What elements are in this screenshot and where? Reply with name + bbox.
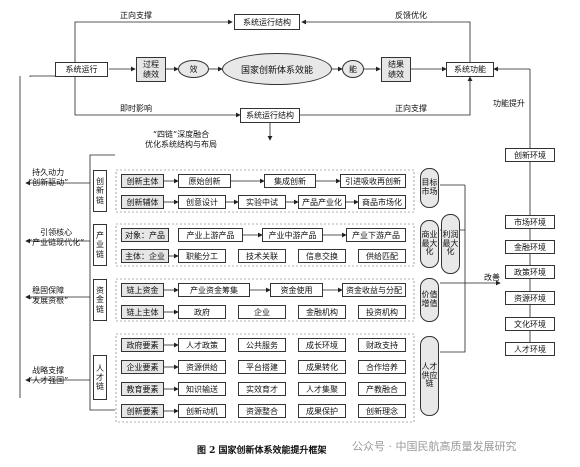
goal-development-foundation: 稳固保障 “发展资根” [28, 286, 69, 305]
row-item: 技术关联 [238, 249, 286, 263]
figure-caption: 图 2 国家创新体系效能提升框架 [197, 446, 327, 456]
core-ellipse: 国家创新体系效能 [222, 53, 332, 85]
row-item: 成果保护 [298, 404, 346, 418]
row-item: 产业中游产品 [262, 228, 323, 242]
watermark: 公众号 · 中国民航高质量发展研究 [352, 440, 517, 453]
instant-impact-label: 即时影响 [120, 104, 152, 113]
system-structure-top: 系统运行结构 [234, 14, 300, 30]
row-item: 创新理念 [358, 404, 406, 418]
env-market: 市场环境 [505, 215, 555, 229]
chain-capital: 资金链 [93, 279, 107, 321]
system-structure-bottom: 系统运行结构 [240, 108, 300, 123]
row-item: 原始创新 [178, 174, 231, 188]
row-item: 资源供给 [178, 360, 226, 374]
row-item: 产品产业化 [298, 195, 346, 209]
feedback-label: 反馈优化 [395, 11, 427, 20]
row-item: 信息交换 [298, 249, 346, 263]
row-label: 链上资金 [121, 283, 164, 297]
outcome-value-added: 价值增值 [420, 278, 439, 322]
forward-support-label: 正向支撑 [120, 11, 152, 20]
row-item: 实验中试 [238, 195, 286, 209]
row-item: 资金收益与分配 [342, 283, 406, 297]
row-item: 成长环境 [298, 338, 346, 352]
row-item: 财政支持 [358, 338, 406, 352]
row-label: 政府要素 [121, 338, 164, 352]
row-item: 实效育才 [238, 382, 286, 396]
goal-industry-modernization: 引领核心 “产业链现代化” [28, 228, 85, 247]
capability-ellipse: 能 [342, 60, 364, 78]
row-item: 政府 [178, 305, 226, 319]
row-item: 引进吸收再创新 [340, 174, 406, 188]
forward-support-right-label: 正向支撑 [395, 104, 427, 113]
row-item: 合作培养 [358, 360, 406, 374]
row-label: 链上主体 [121, 305, 164, 319]
chain-innovation: 创新链 [93, 170, 107, 212]
outcome-talent-supply: 人才供应链 [420, 336, 439, 416]
row-item: 产业下游产品 [346, 228, 406, 242]
improve-label: 改善 [484, 273, 500, 282]
process-efficiency-box: 过程绩效 [136, 57, 166, 82]
row-item: 产业上游产品 [178, 228, 243, 242]
row-label: 企业要素 [121, 360, 164, 374]
function-upgrade-label: 功能提升 [493, 99, 525, 108]
outcome-target-market: 目标市场 [420, 168, 439, 208]
chain-industry: 产业链 [93, 224, 107, 266]
row-item: 供给匹配 [358, 249, 406, 263]
row-item: 金融机构 [298, 305, 346, 319]
row-label: 主体：企业 [121, 249, 169, 263]
row-item: 知识输送 [178, 382, 226, 396]
row-item: 资源整合 [238, 404, 286, 418]
row-label: 对象：产品 [121, 228, 169, 242]
outcome-commercial-max: 商业最大化 [420, 220, 439, 268]
row-item: 人才政策 [178, 338, 226, 352]
env-resource: 资源环境 [505, 291, 555, 305]
system-operation-box: 系统运行 [55, 62, 108, 77]
efficiency-ellipse: 效 [178, 60, 209, 78]
row-item: 创意设计 [178, 195, 226, 209]
row-item: 资金使用 [270, 283, 323, 297]
outcome-profit-max: 利润最大化 [441, 214, 460, 274]
env-talent: 人才环境 [505, 342, 555, 356]
four-chain-title: “四链”深度融合 优化系统结构与布局 [145, 130, 217, 149]
row-item: 产教融合 [358, 382, 406, 396]
row-item: 产业资金筹集 [178, 283, 250, 297]
row-item: 集成创新 [264, 174, 316, 188]
row-label: 教育要素 [121, 382, 164, 396]
goal-innovation-driven: 持久动力 “创新驱动” [28, 168, 69, 187]
env-finance: 金融环境 [505, 240, 555, 254]
goal-talent-nation: 战略支撑 “人才强国” [28, 366, 69, 385]
row-item: 人才集聚 [298, 382, 346, 396]
row-item: 创新动机 [178, 404, 226, 418]
row-label: 创新要素 [121, 404, 164, 418]
env-innovation: 创新环境 [505, 148, 555, 162]
row-label: 创新辅体 [121, 195, 164, 209]
env-policy: 政策环境 [505, 265, 555, 279]
result-efficiency-box: 结果绩效 [381, 57, 411, 82]
row-item: 企业 [238, 305, 286, 319]
env-culture: 文化环境 [505, 317, 555, 331]
row-label: 创新主体 [121, 174, 164, 188]
row-item: 平台搭建 [238, 360, 286, 374]
row-item: 商品市场化 [358, 195, 406, 209]
row-item: 职能分工 [178, 249, 226, 263]
row-item: 公共服务 [238, 338, 286, 352]
chain-talent: 人才链 [93, 355, 107, 400]
system-function-box: 系统功能 [446, 62, 494, 77]
row-item: 成果转化 [298, 360, 346, 374]
row-item: 投资机构 [358, 305, 406, 319]
